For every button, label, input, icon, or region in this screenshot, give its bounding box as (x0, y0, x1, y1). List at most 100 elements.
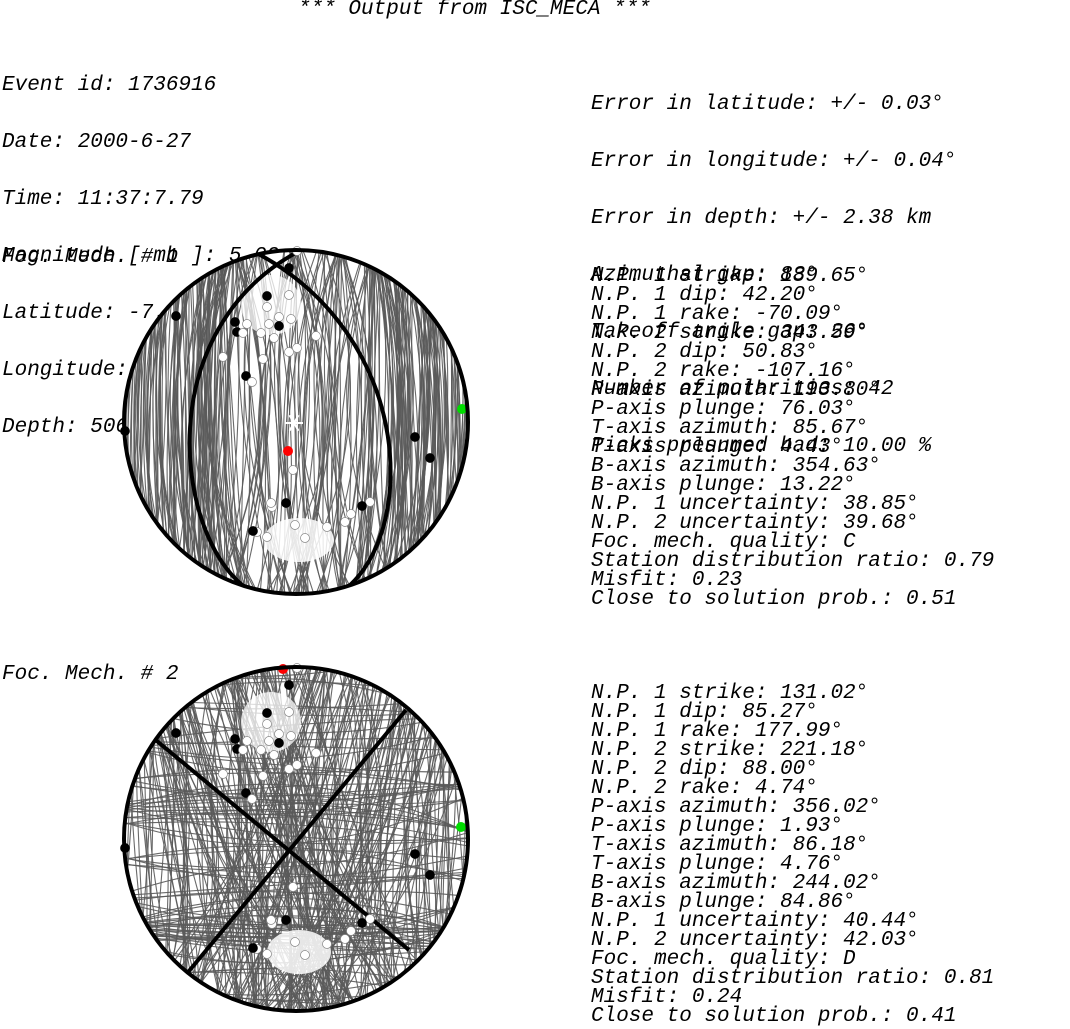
mechanism-1-beachball (120, 246, 470, 596)
dilatation-station-dot (264, 319, 274, 329)
t-axis-marker (457, 404, 467, 414)
mechanism-2-label: Foc. Mech. # 2 (2, 663, 179, 686)
dilatation-station-dot (311, 748, 321, 758)
nodal-plane-bundle (124, 667, 468, 1011)
mechanism-param-line: N.P. 2 uncertainty: 42.03° (591, 929, 919, 952)
mechanism-param-line: P-axis plunge: 76.03° (591, 398, 856, 421)
dilatation-station-dot (290, 520, 300, 530)
mechanism-param-line: N.P. 1 dip: 85.27° (591, 701, 818, 724)
mechanism-param-line: N.P. 2 dip: 50.83° (591, 341, 818, 364)
p-axis-marker (283, 446, 293, 456)
mechanism-param-line: N.P. 1 dip: 42.20° (591, 284, 818, 307)
dilatation-station-dot (286, 731, 296, 741)
event-id: Event id: 1736916 (2, 74, 217, 97)
compression-station-dot (241, 788, 251, 798)
dilatation-station-dot (218, 352, 228, 362)
mechanism-param-line: P-axis plunge: 1.93° (591, 815, 844, 838)
compression-station-dot (262, 708, 272, 718)
mechanism-param-line: Misfit: 0.24 (591, 986, 743, 1009)
dilatation-station-dot (264, 736, 274, 746)
compression-station-dot (425, 870, 435, 880)
b-axis-marker (285, 414, 303, 432)
mechanism-param-line: Close to solution prob.: 0.51 (591, 588, 957, 611)
compression-station-dot (248, 943, 258, 953)
mechanism-param-line: N.P. 1 uncertainty: 40.44° (591, 910, 919, 933)
compression-station-dot (284, 680, 294, 690)
error-depth: Error in depth: +/- 2.38 km (591, 207, 932, 230)
mechanism-param-line: N.P. 2 strike: 221.18° (591, 739, 869, 762)
mechanism-param-line: P-axis azimuth: 356.02° (591, 796, 881, 819)
dilatation-station-dot (218, 769, 228, 779)
compression-station-dot (410, 432, 420, 442)
dilatation-station-dot (256, 745, 266, 755)
dilatation-station-dot (258, 354, 268, 364)
dilatation-station-dot (288, 465, 298, 475)
mechanism-1-params: N.P. 1 strike: 189.65°N.P. 1 dip: 42.20°… (591, 265, 994, 611)
takeoff-angle-gap: Takeoff angle gap: 26° (591, 321, 869, 344)
event-errors: Error in latitude: +/- 0.03° Error in lo… (591, 57, 956, 475)
azimuthal-gap: Azimuthal gap: 83° (591, 264, 818, 287)
dilatation-station-dot (292, 760, 302, 770)
mechanism-param-line: N.P. 1 strike: 189.65° (591, 265, 869, 288)
compression-station-dot (171, 311, 181, 321)
dilatation-station-dot (365, 497, 375, 507)
dilatation-station-dot (262, 719, 272, 729)
mechanism-param-line: N.P. 2 rake: 4.74° (591, 777, 818, 800)
dilatation-station-dot (266, 498, 276, 508)
dilatation-station-dot (290, 937, 300, 947)
compression-station-dot (284, 263, 294, 273)
beachball-outline (122, 665, 470, 1013)
compression-station-dot (171, 728, 181, 738)
dilatation-station-dot (274, 312, 284, 322)
dilatation-station-dot (258, 771, 268, 781)
mechanism-2-beachball (120, 663, 470, 1013)
dilatation-station-dot (269, 333, 279, 343)
dilatation-station-dot (288, 882, 298, 892)
dilatation-station-dot (284, 707, 294, 717)
dilatation-station-dot (262, 302, 272, 312)
error-longitude: Error in longitude: +/- 0.04° (591, 150, 957, 173)
nodal-plane-1 (144, 730, 411, 952)
mechanism-param-line: N.P. 1 strike: 131.02° (591, 682, 869, 705)
dilatation-station-dot (284, 290, 294, 300)
compression-station-dot (281, 498, 291, 508)
mechanism-param-line: N.P. 2 uncertainty: 39.68° (591, 512, 919, 535)
mechanism-param-line: B-axis azimuth: 354.63° (591, 455, 881, 478)
mechanism-param-line: T-axis azimuth: 86.18° (591, 834, 869, 857)
dilatation-station-dot (286, 314, 296, 324)
dilatation-station-dot (247, 794, 257, 804)
nodal-plane-1 (187, 250, 302, 594)
dilatation-station-dot (311, 331, 321, 341)
compression-station-dot (241, 371, 251, 381)
dilatation-station-dot (292, 343, 302, 353)
mechanism-param-line: T-axis plunge: 4.43° (591, 436, 844, 459)
dilatation-station-dot (238, 745, 248, 755)
dilatation-station-dot (340, 934, 350, 944)
dilatation-station-dot (284, 764, 294, 774)
mechanism-param-line: N.P. 2 dip: 88.00° (591, 758, 818, 781)
beachball-outline (122, 248, 470, 596)
dilatation-station-dot (242, 319, 252, 329)
mechanism-param-line: N.P. 2 strike: 343.59° (591, 322, 869, 345)
compression-station-dot (274, 321, 284, 331)
mechanism-param-line: N.P. 1 rake: 177.99° (591, 720, 844, 743)
dilatation-station-dot (266, 915, 276, 925)
mechanism-1-label: Foc. Mech. # 1 (2, 246, 179, 269)
dilatation-station-dot (322, 939, 332, 949)
compression-station-dot (281, 915, 291, 925)
mechanism-param-line: T-axis plunge: 4.76° (591, 853, 844, 876)
mechanism-param-line: Station distribution ratio: 0.81 (591, 967, 995, 990)
nodal-plane-2 (182, 708, 408, 979)
dilatation-station-dot (365, 914, 375, 924)
compression-station-dot (274, 738, 284, 748)
dilatation-station-dot (300, 533, 310, 543)
mechanism-param-line: B-axis plunge: 13.22° (591, 474, 856, 497)
dilatation-station-dot (284, 347, 294, 357)
dilatation-station-dot (322, 522, 332, 532)
compression-station-dot (230, 734, 240, 744)
event-time: Time: 11:37:7.79 (2, 188, 204, 211)
error-latitude: Error in latitude: +/- 0.03° (591, 93, 944, 116)
t-axis-marker (456, 822, 466, 832)
compression-station-dot (357, 918, 367, 928)
dilatation-station-dot (346, 926, 356, 936)
